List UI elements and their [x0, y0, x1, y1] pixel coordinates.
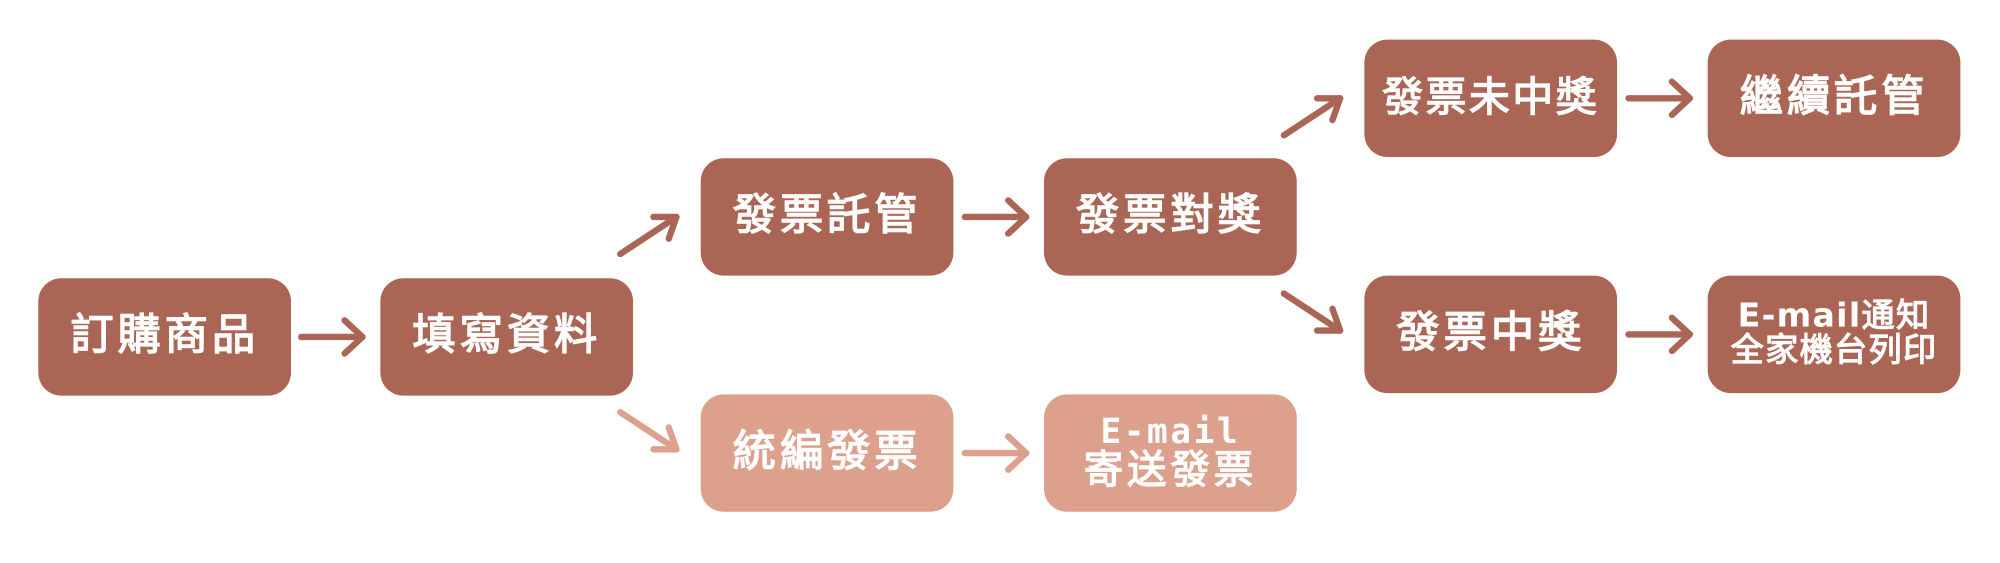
node-continue-custody-label: 繼續託管	[1739, 71, 1929, 123]
node-fill-data-label: 填寫資料	[412, 310, 602, 362]
node-invoice-check: 發票對獎	[1044, 158, 1297, 276]
node-unified-invoice-label: 統編發票	[732, 426, 922, 478]
node-notify-print-line1: E-mail通知	[1737, 296, 1931, 336]
arrow-order-to-fill	[298, 317, 366, 357]
arrow-fill-to-custody	[617, 213, 680, 258]
node-order-product-label: 訂購商品	[70, 310, 260, 362]
arrow-check-to-won	[1280, 290, 1344, 334]
node-email-send-line2: 寄送發票	[1083, 447, 1258, 494]
arrow-custody-to-check	[961, 197, 1030, 237]
node-invoice-won: 發票中獎	[1364, 275, 1618, 394]
node-invoice-custody-label: 發票託管	[732, 190, 922, 242]
arrow-unified-to-email	[961, 433, 1030, 473]
node-email-send-line1: E-mail	[1100, 411, 1241, 452]
node-fill-data: 填寫資料	[380, 278, 634, 396]
node-unified-invoice: 統編發票	[700, 394, 954, 512]
node-notify-print-line2: 全家機台列印	[1730, 331, 1938, 371]
node-invoice-won-label: 發票中獎	[1396, 307, 1586, 360]
arrow-not-won-to-continue	[1625, 78, 1694, 119]
node-invoice-not-won: 發票未中獎	[1364, 39, 1618, 157]
node-notify-print: E-mail通知 全家機台列印	[1707, 275, 1961, 394]
node-continue-custody: 繼續託管	[1707, 39, 1961, 157]
node-email-send: E-mail 寄送發票	[1044, 394, 1297, 512]
node-invoice-not-won-label: 發票未中獎	[1382, 73, 1600, 122]
node-invoice-custody: 發票託管	[700, 158, 954, 276]
arrow-check-to-not-won	[1280, 95, 1344, 139]
node-invoice-check-label: 發票對獎	[1075, 190, 1265, 242]
arrow-fill-to-unified	[617, 409, 680, 453]
node-order-product: 訂購商品	[38, 278, 291, 396]
arrow-won-to-notify	[1625, 314, 1694, 355]
